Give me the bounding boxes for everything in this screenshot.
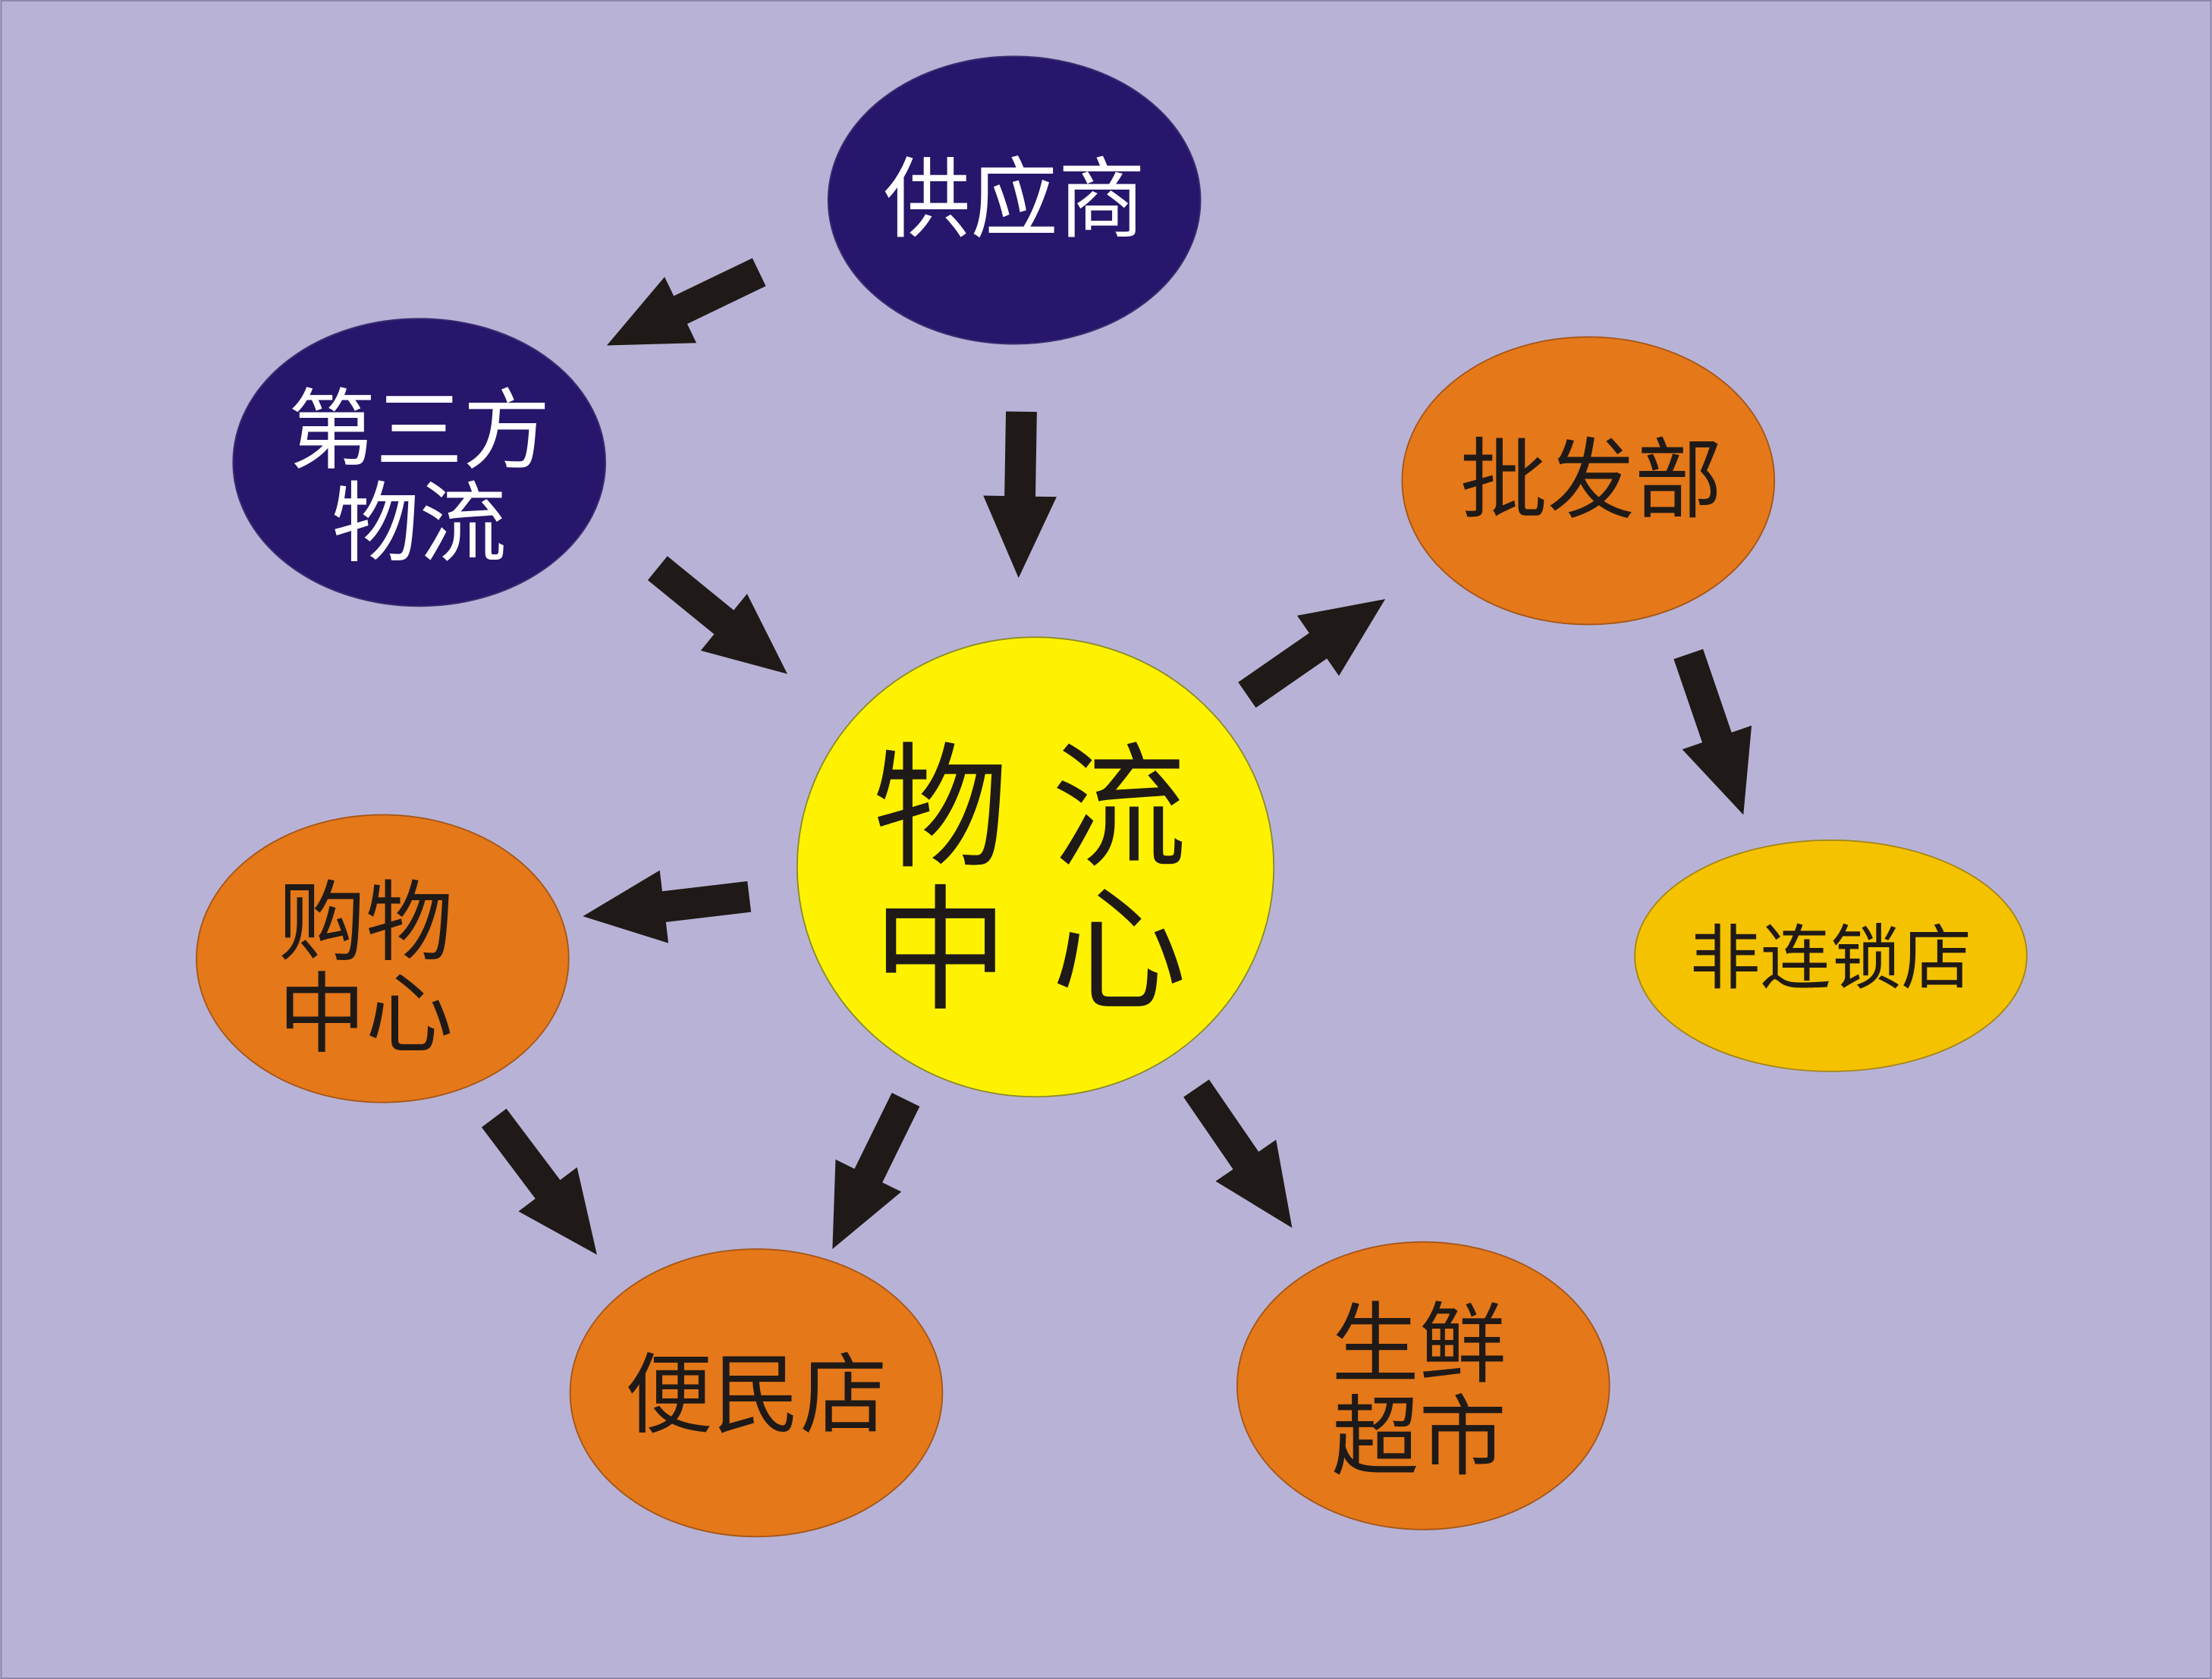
node-label: 中心	[278, 964, 454, 1065]
node-label: 中 心	[873, 873, 1187, 1031]
node-label: 超市	[1331, 1387, 1507, 1489]
node-label: 购物	[278, 873, 454, 974]
node-label: 便民店	[625, 1345, 888, 1446]
arrow-mall-to-convenience	[481, 1108, 597, 1255]
arrow-center-to-wholesale	[1238, 599, 1386, 708]
node-shopping-mall: 购物 中心	[196, 814, 570, 1103]
arrow-wholesale-to-non-chain	[1673, 648, 1752, 815]
node-label: 第三方	[288, 381, 551, 482]
node-label: 生鲜	[1331, 1294, 1507, 1395]
node-convenience-store: 便民店	[569, 1248, 944, 1538]
node-label: 批发部	[1460, 430, 1723, 532]
node-label: 物流	[331, 474, 507, 576]
node-non-chain-store: 非连锁店	[1634, 840, 2028, 1072]
arrow-supplier-to-center	[983, 411, 1057, 579]
arrow-center-to-fresh	[1183, 1079, 1293, 1229]
arrow-supplier-to-third-party	[606, 258, 766, 346]
node-third-party-logistics: 第三方 物流	[232, 318, 607, 607]
node-logistics-center: 物 流 中 心	[796, 636, 1275, 1098]
node-wholesale: 批发部	[1401, 336, 1776, 626]
node-supplier: 供应商	[827, 55, 1202, 345]
node-label: 供应商	[883, 149, 1145, 251]
arrow-center-to-convenience	[832, 1092, 920, 1250]
node-fresh-supermarket: 生鲜 超市	[1236, 1241, 1610, 1530]
arrow-center-to-mall	[583, 870, 752, 943]
node-label: 非连锁店	[1690, 918, 1972, 1000]
arrow-third-party-to-center	[647, 556, 787, 674]
arrows	[481, 258, 1752, 1255]
node-label: 物 流	[873, 730, 1187, 888]
